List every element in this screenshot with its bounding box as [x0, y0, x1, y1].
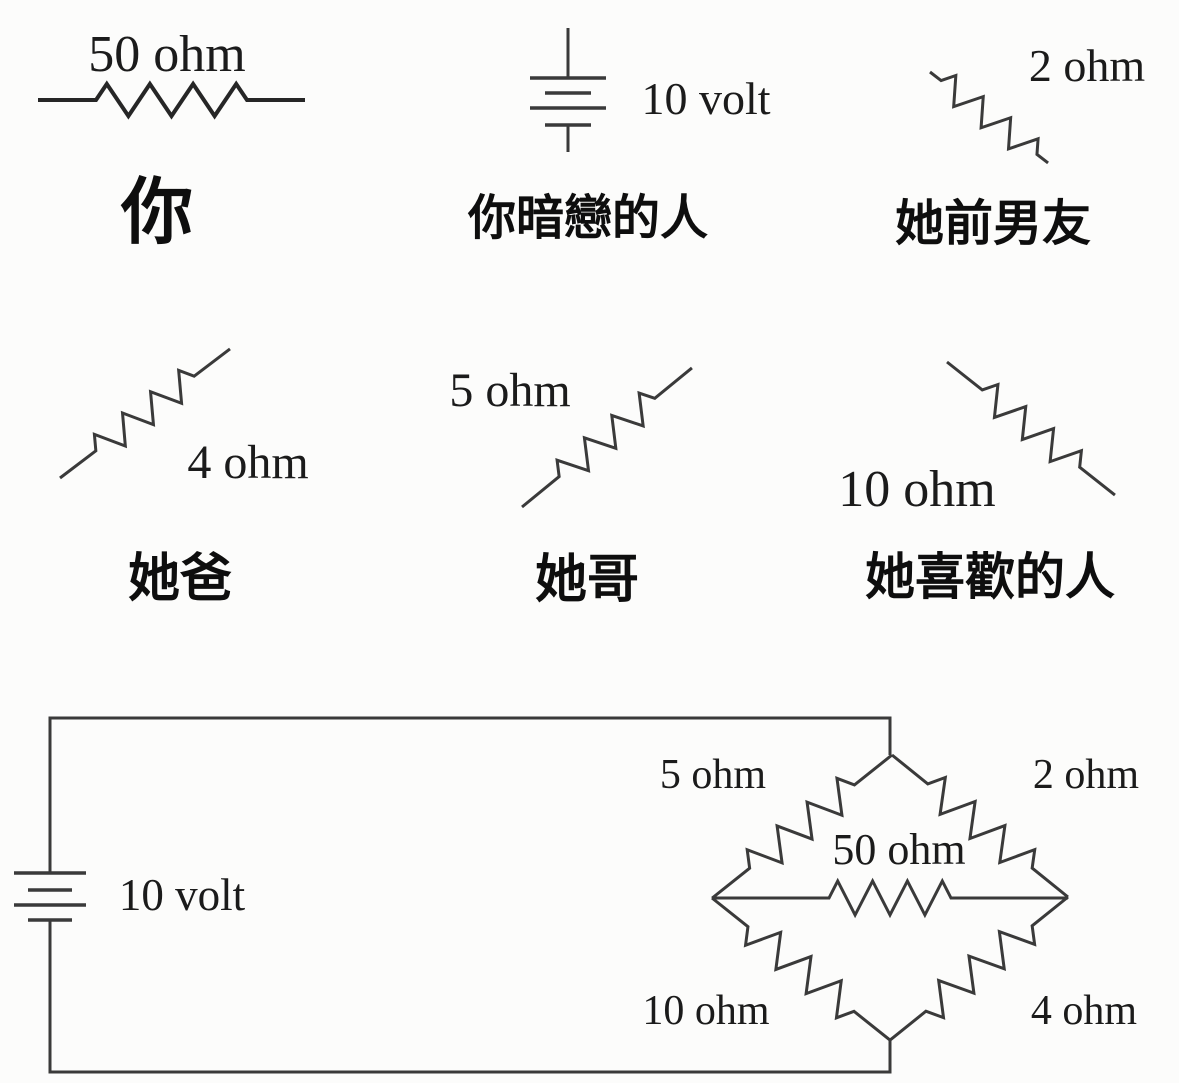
- resistor-icon: [38, 80, 305, 120]
- legend-item-crush: 10 volt 你暗戀的人: [467, 28, 771, 245]
- caption-her-brother: 她哥: [535, 551, 639, 609]
- resistor-top-right: [891, 753, 1069, 899]
- resistor-icon: [59, 347, 231, 480]
- caption-person-she-likes: 她喜歡的人: [865, 549, 1115, 605]
- battery-icon: [14, 871, 86, 922]
- resistor-center: [712, 877, 1068, 919]
- bridge-circuit: 10 volt 5 ohm 2 ohm 50 ohm 10 ohm 4 ohm: [14, 716, 1140, 1074]
- battery-value-label: 10 volt: [641, 73, 770, 124]
- wire-bottom-loop: [48, 920, 892, 1074]
- resistor-icon: [946, 360, 1116, 497]
- resistor-icon: [521, 366, 693, 509]
- resistor-top-left: [711, 753, 893, 900]
- bridge-center-label: 50 ohm: [832, 825, 965, 874]
- bridge-top-right-label: 2 ohm: [1033, 752, 1140, 798]
- caption-ex-boyfriend: 她前男友: [895, 197, 1091, 251]
- legend-item-her-brother: 5 ohm 她哥: [449, 364, 693, 609]
- legend-item-her-dad: 4 ohm 她爸: [59, 347, 309, 608]
- legend-item-person-she-likes: 10 ohm 她喜歡的人: [838, 360, 1116, 605]
- caption-crush: 你暗戀的人: [467, 192, 708, 245]
- resistor-value-label: 50 ohm: [88, 26, 245, 83]
- bridge-bottom-right-label: 4 ohm: [1031, 988, 1138, 1034]
- caption-her-dad: 她爸: [128, 550, 232, 608]
- resistor-bottom-right: [889, 895, 1069, 1042]
- resistor-value-label: 10 ohm: [838, 461, 995, 518]
- battery-value-label: 10 volt: [119, 870, 246, 920]
- resistor-icon: [929, 70, 1049, 165]
- resistor-value-label: 2 ohm: [1029, 40, 1146, 91]
- resistor-value-label: 5 ohm: [449, 364, 570, 417]
- caption-you: 你: [120, 173, 193, 253]
- wire-top-loop: [48, 716, 892, 873]
- bridge-top-left-label: 5 ohm: [660, 752, 767, 798]
- legend-item-ex-boyfriend: 2 ohm 她前男友: [895, 40, 1145, 251]
- battery-icon: [530, 28, 606, 152]
- resistor-value-label: 4 ohm: [187, 436, 308, 489]
- legend-item-you: 50 ohm 你: [38, 26, 305, 253]
- resistor-bottom-left: [711, 896, 891, 1042]
- bridge-bottom-left-label: 10 ohm: [642, 988, 770, 1034]
